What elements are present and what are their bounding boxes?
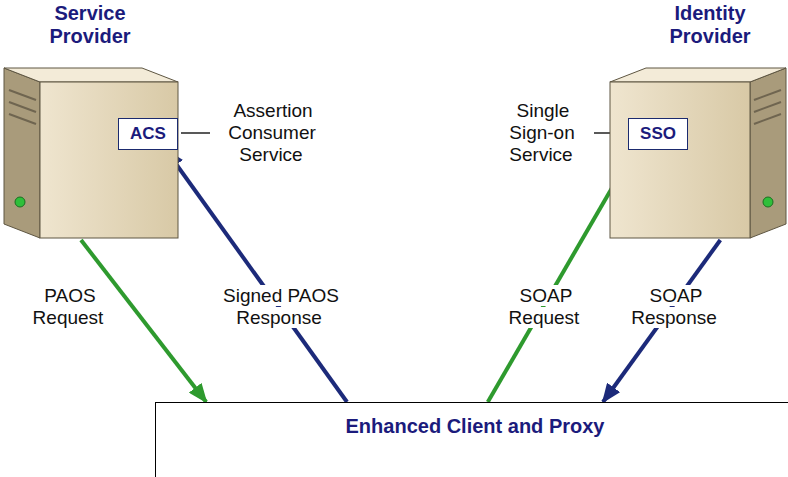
drive-slot [9,114,36,124]
server-node: Identity ProviderSSO [600,60,788,240]
edge-label-text: SOAP Request [509,285,582,328]
server-illustration [0,60,180,240]
service-name: ACS [130,124,166,144]
client-title: Enhanced Client and Proxy [156,415,788,438]
callout-label: Single Sign-on Service [492,100,592,166]
server-side [750,68,786,238]
provider-heading: Service Provider [30,2,150,48]
drive-slot [9,102,36,112]
provider-heading: Identity Provider [650,2,770,48]
server-top [4,68,178,82]
drive-slot [754,114,781,124]
callout-text: Assertion Consumer Service [228,100,316,165]
service-box: SSO [628,118,688,150]
service-box: ACS [118,118,178,150]
edge-label: SOAP Request [495,285,595,329]
flow-arrow [166,150,347,402]
flow-arrow [603,240,720,402]
service-name: SSO [640,124,676,144]
edge-label: SOAP Response [620,285,730,329]
edge-label: PAOS Request [24,285,114,329]
server-front [40,82,178,238]
drive-slot [754,102,781,112]
power-led [763,197,773,207]
server-top [610,68,786,82]
leader-line [181,132,210,134]
server-node: Service ProviderACS [0,60,180,240]
power-led [15,197,25,207]
callout-text: Single Sign-on Service [509,100,575,165]
edge-label-text: SOAP Response [631,285,719,328]
server-side [4,68,40,238]
server-illustration [600,60,788,240]
edge-label-text: PAOS Request [33,285,106,328]
drive-slot [9,90,36,100]
edge-label: Signed PAOS Response [205,285,355,329]
callout-label: Assertion Consumer Service [212,100,332,166]
client-band: Enhanced Client and Proxy [155,402,788,477]
edge-label-text: Signed PAOS Response [221,285,339,328]
drive-slot [754,90,781,100]
server-front [610,82,750,238]
